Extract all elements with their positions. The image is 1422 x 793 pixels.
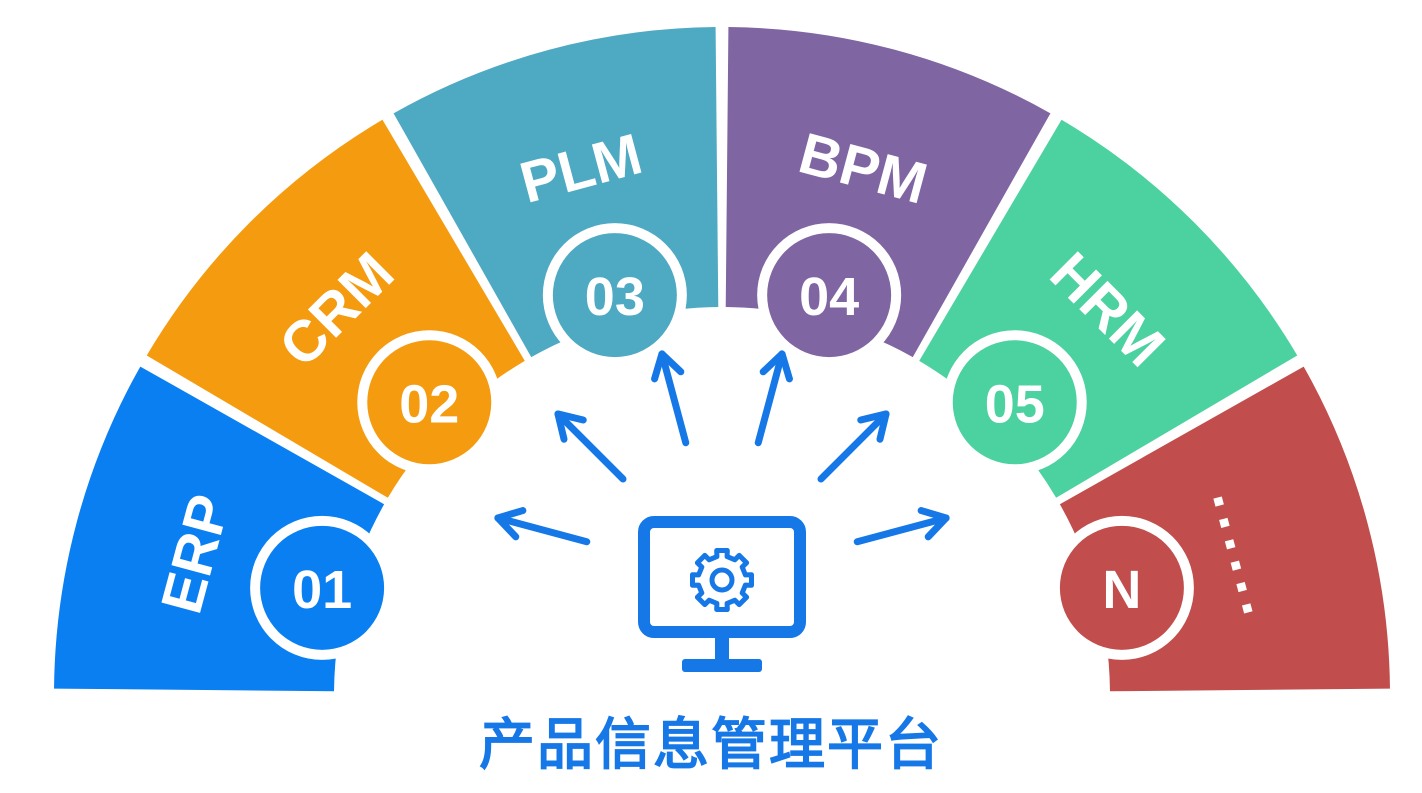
badge-5 [952, 340, 1077, 465]
arrow-2 [554, 410, 627, 483]
arrow-6 [853, 507, 950, 546]
badge-3 [552, 233, 677, 358]
badge-number-4: 04 [799, 267, 859, 327]
badge-1 [260, 525, 385, 650]
badge-6 [1059, 525, 1184, 650]
arrow-3 [651, 350, 690, 447]
module-badges: 01 02 03 04 05N [250, 223, 1194, 660]
arrow-1 [494, 507, 591, 546]
badge-number-1: 01 [292, 560, 352, 620]
badge-number-2: 02 [399, 374, 459, 434]
badge-4 [767, 233, 892, 358]
arrow-4 [754, 350, 793, 447]
badge-number-5: 05 [985, 374, 1045, 434]
platform-title: 产品信息管理平台 [479, 713, 943, 778]
monitor-gear-icon [638, 516, 806, 672]
arrow-5 [817, 410, 890, 483]
badge-2 [367, 340, 492, 465]
connector-arrows [494, 350, 950, 546]
badge-number-6: N [1102, 560, 1141, 620]
badge-number-3: 03 [585, 267, 645, 327]
